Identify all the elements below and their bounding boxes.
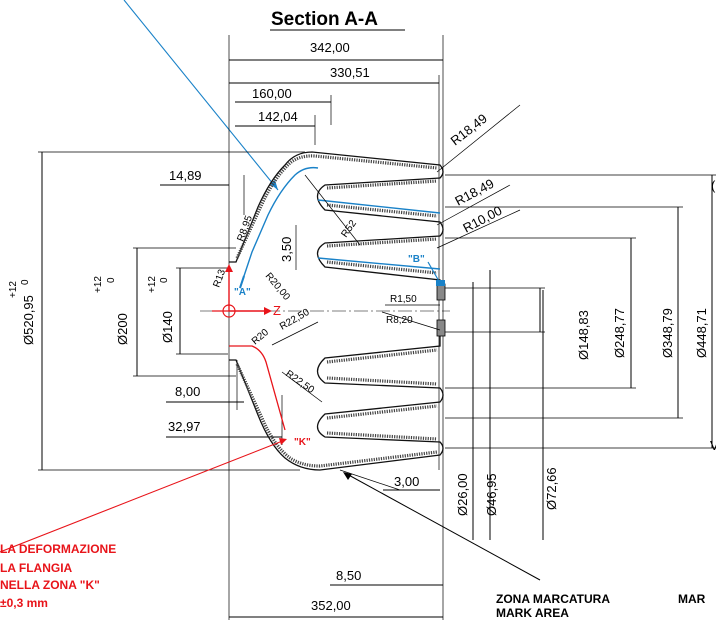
radius-10: R10,00	[460, 203, 504, 236]
red-note-line-4: ±0,3 mm	[0, 596, 48, 610]
radius-20-00: R20,00	[263, 271, 292, 303]
radius-18-49-leader	[436, 184, 511, 226]
part-profile-upper	[229, 151, 444, 292]
point-k-label: "K"	[294, 437, 311, 448]
axis-z-label: Z	[273, 303, 281, 318]
radius-52: R52	[339, 218, 359, 240]
flange-block-lower	[436, 319, 446, 337]
point-b-marker	[436, 280, 445, 286]
dim-160: 160,00	[252, 86, 292, 101]
dim-140-tol-plus: +12	[147, 276, 158, 293]
radius-8-20-underline	[381, 311, 441, 331]
radius-18-49: R18,49	[452, 176, 496, 209]
mark-area-line1-right: MAR	[678, 592, 706, 606]
mark-area-leader	[344, 472, 541, 581]
dim-14-89: 14,89	[169, 168, 202, 183]
dim-32-97: 32,97	[168, 419, 201, 434]
part-profile-lower	[229, 332, 444, 471]
radius-10-leader	[436, 209, 521, 249]
point-a-label: "A"	[234, 287, 251, 298]
dim-200-tol-zero: 0	[106, 277, 117, 283]
red-contour	[229, 345, 286, 431]
point-b-leader	[427, 261, 441, 284]
dim-342: 342,00	[310, 40, 350, 55]
radius-22-50-b: R22,50	[283, 368, 316, 396]
radius-3-50: 3,50	[279, 237, 294, 262]
radius-8-95: R8,95	[235, 214, 255, 243]
dim-248: Ø248,77	[612, 308, 627, 358]
dim-352: 352,00	[311, 598, 351, 613]
radius-22-50-a: R22,50	[278, 307, 312, 333]
dim-72: Ø72,66	[544, 467, 559, 510]
mark-area-arrow	[343, 472, 352, 480]
dim-46: Ø46,95	[484, 473, 499, 516]
red-note-line-1: LA DEFORMAZIONE	[0, 542, 116, 556]
point-a-marker	[239, 275, 245, 289]
radius-22-50-b-leader	[281, 371, 323, 403]
dim-448: Ø448,71	[694, 308, 709, 358]
axis-z-arrowhead	[264, 307, 272, 315]
red-leader	[0, 439, 286, 553]
mark-area-line1: ZONA MARCATURA	[496, 592, 610, 606]
dim-142: 142,04	[258, 109, 298, 124]
axis-y-arrowhead	[225, 264, 233, 272]
dim-148: Ø148,83	[576, 310, 591, 360]
point-b-label: "B"	[408, 254, 425, 265]
dim-8-00: 8,00	[175, 384, 200, 399]
dim-3-00: 3,00	[394, 474, 419, 489]
dim-140: Ø140	[160, 311, 175, 343]
red-leader-arrow	[279, 438, 287, 445]
radius-18-49-top: R18,49	[448, 111, 490, 149]
dim-200-tol-plus: +12	[93, 276, 104, 293]
radius-1-50: R1,50	[390, 294, 417, 305]
dim-3-00-leader	[339, 469, 401, 491]
red-note-line-3: NELLA ZONA "K"	[0, 578, 100, 592]
dim-200: Ø200	[115, 313, 130, 345]
section-title: Section A-A	[271, 9, 378, 30]
radius-20: R20	[250, 327, 271, 348]
top-leader-line	[123, 0, 279, 191]
dim-26: Ø26,00	[455, 473, 470, 516]
radius-18-49-top-leader	[436, 104, 521, 173]
dim-348: Ø348,79	[660, 308, 675, 358]
edge-mark-upper: (	[711, 178, 716, 193]
radius-22-50-a-leader	[271, 321, 319, 346]
red-note-line-2: LA FLANGIA	[0, 561, 73, 575]
flange-block-upper	[436, 283, 446, 301]
dim-8-50: 8,50	[336, 568, 361, 583]
mark-area-line2: MARK AREA	[496, 606, 569, 620]
radius-52-leader	[304, 174, 361, 246]
dim-520: Ø520,95	[21, 295, 36, 345]
edge-mark-lower: V	[710, 438, 716, 453]
dim-520-tol-plus: +12	[8, 281, 19, 298]
dim-140-tol-zero: 0	[159, 277, 170, 283]
blue-contour	[239, 166, 441, 289]
dim-330: 330,51	[330, 65, 370, 80]
radius-8-20: R8,20	[386, 315, 413, 326]
dim-520-tol-zero: 0	[20, 279, 31, 285]
